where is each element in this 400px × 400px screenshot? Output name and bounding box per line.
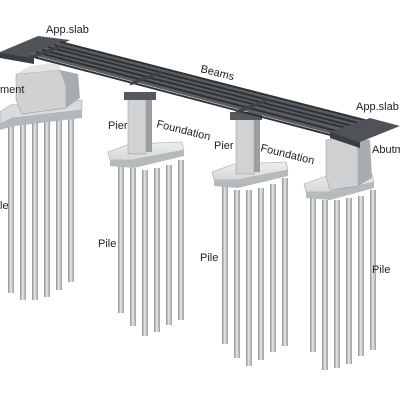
- pile2-label: Pile: [200, 252, 218, 264]
- left-approach-slab: [0, 36, 70, 58]
- pile: [246, 190, 252, 366]
- pile: [358, 196, 364, 356]
- deck: [0, 36, 400, 148]
- pile: [178, 160, 184, 320]
- pile: [130, 168, 136, 326]
- pile1-label: Pile: [98, 238, 116, 250]
- pile: [68, 108, 74, 282]
- pile: [334, 200, 340, 368]
- pile: [166, 165, 172, 325]
- app-slab-left-label: App.slab: [46, 24, 89, 36]
- pier1-pile-group: [107, 92, 185, 336]
- app-slab-right-label: App.slab: [356, 101, 399, 113]
- pile: [142, 170, 148, 336]
- right-approach-slab: [330, 118, 400, 142]
- pile: [234, 190, 240, 358]
- pile: [346, 198, 352, 364]
- left-foundation-side: [0, 110, 82, 130]
- pile: [118, 165, 124, 313]
- pier1-label: Pier: [108, 120, 128, 132]
- pier2-column: [235, 117, 255, 175]
- pier2-pile-group: [211, 112, 289, 366]
- pile: [370, 190, 376, 350]
- right-abutment: [325, 135, 372, 191]
- abutment-right-label: Abutm: [372, 144, 400, 156]
- pile: [282, 178, 288, 346]
- pile: [44, 115, 50, 297]
- pile: [56, 112, 62, 290]
- left-abutment: [15, 62, 80, 115]
- pile-left-label: le: [0, 200, 9, 212]
- pile: [32, 118, 38, 300]
- pile: [222, 186, 228, 344]
- pier2-label: Pier: [214, 140, 234, 152]
- pile: [8, 125, 14, 293]
- left-pile-group: [0, 99, 83, 300]
- pile-right-label: Pile: [372, 264, 390, 276]
- foundation1-label: Foundation: [155, 118, 211, 143]
- right-pile-group: [303, 173, 376, 370]
- pile: [258, 188, 264, 360]
- pile: [154, 168, 160, 332]
- pile: [270, 184, 276, 352]
- abutment-left-label: ment: [0, 84, 24, 96]
- pile: [322, 200, 328, 370]
- pier1-column: [127, 97, 147, 155]
- pile: [310, 196, 316, 352]
- pile: [20, 120, 26, 300]
